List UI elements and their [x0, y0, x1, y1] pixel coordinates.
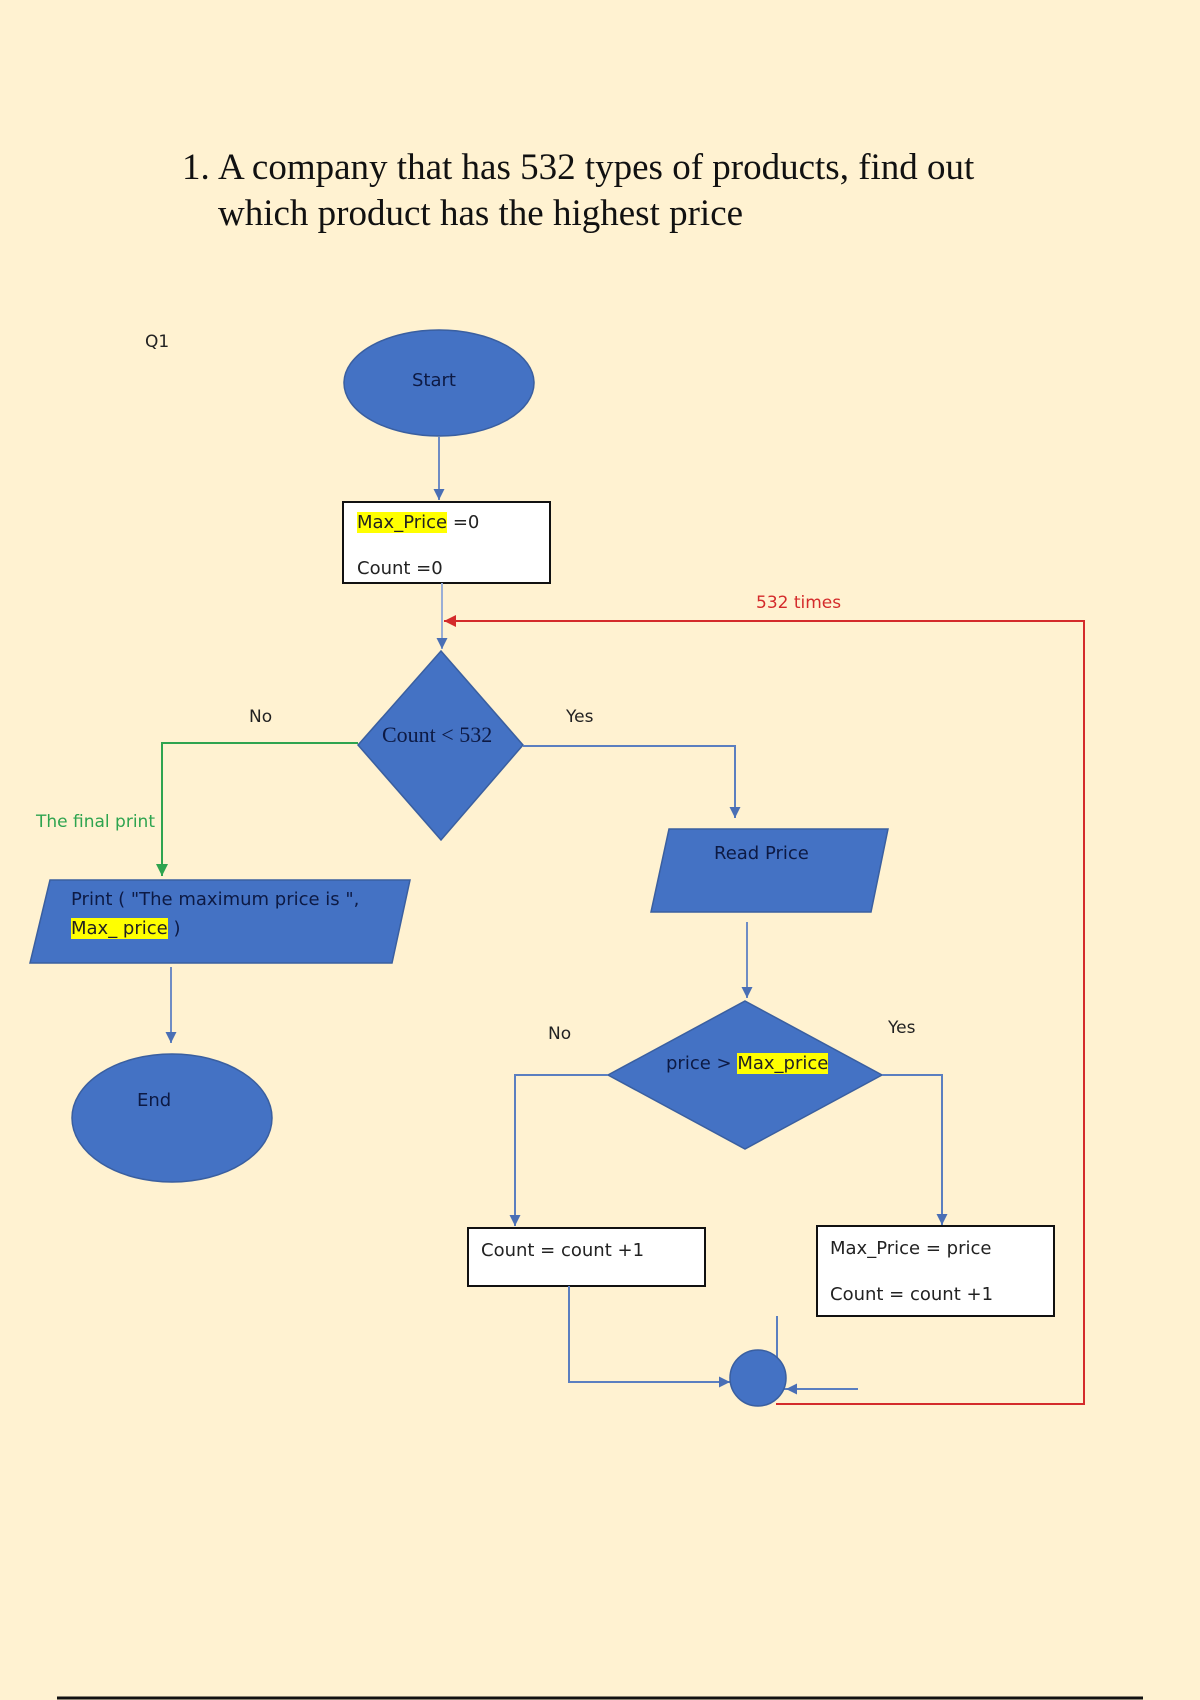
no-box-text: Count = count +1 [481, 1240, 645, 1261]
print-output-io [29, 879, 411, 964]
loop-back-arrow [444, 615, 1085, 1405]
final-print-label: The final print [36, 812, 155, 832]
start-terminal [343, 329, 535, 437]
yes-box-line-1: Max_Price = price [830, 1238, 992, 1259]
print-line-1: Print ( "The maximum price is ", [71, 889, 360, 910]
cond2-no-label: No [548, 1024, 572, 1044]
end-label: End [137, 1090, 172, 1111]
question-line-1: A company that has 532 types of products… [218, 147, 975, 188]
cond1-yes-label: Yes [566, 707, 594, 727]
start-label: Start [412, 370, 456, 391]
cond1-decision [357, 649, 524, 842]
max-price-print-highlight: Max_ price [71, 918, 168, 939]
q1-label: Q1 [145, 332, 170, 352]
arrow-nobox-to-connector [568, 1286, 730, 1388]
end-terminal [71, 1053, 273, 1183]
init-line-1-rest: =0 [447, 512, 480, 533]
question-line-2: which product has the highest price [218, 193, 744, 234]
cond2-max-price-highlight: Max_price [737, 1053, 829, 1074]
print-line-2-rest: ) [167, 918, 181, 939]
print-line-2: Max_ price ) [71, 918, 180, 939]
cond2-yes-label: Yes [888, 1018, 916, 1038]
arrow-cond1-no [156, 742, 358, 876]
cond2-label-left: price > [666, 1053, 738, 1074]
cond2-label: price > Max_price [666, 1053, 829, 1074]
cond1-label: Count < 532 [382, 722, 493, 747]
count-increment-box [467, 1227, 706, 1287]
question-number: 1. [182, 147, 210, 188]
init-line-1: Max_Price =0 [357, 512, 479, 533]
max-price-var-highlight: Max_Price [357, 512, 448, 533]
init-line-2: Count =0 [357, 558, 443, 579]
connector-circle [729, 1349, 787, 1407]
cond2-decision [606, 1000, 884, 1150]
update-max-box [816, 1225, 1055, 1317]
yes-box-line-2: Count = count +1 [830, 1284, 994, 1305]
read-price-label: Read Price [714, 843, 809, 864]
cond1-no-label: No [249, 707, 273, 727]
arrow-cond1-yes [523, 745, 741, 818]
loop-count-label: 532 times [756, 593, 842, 613]
arrow-cond2-yes [882, 1074, 948, 1225]
arrow-cond2-no [509, 1074, 608, 1226]
read-price-io [650, 828, 889, 913]
